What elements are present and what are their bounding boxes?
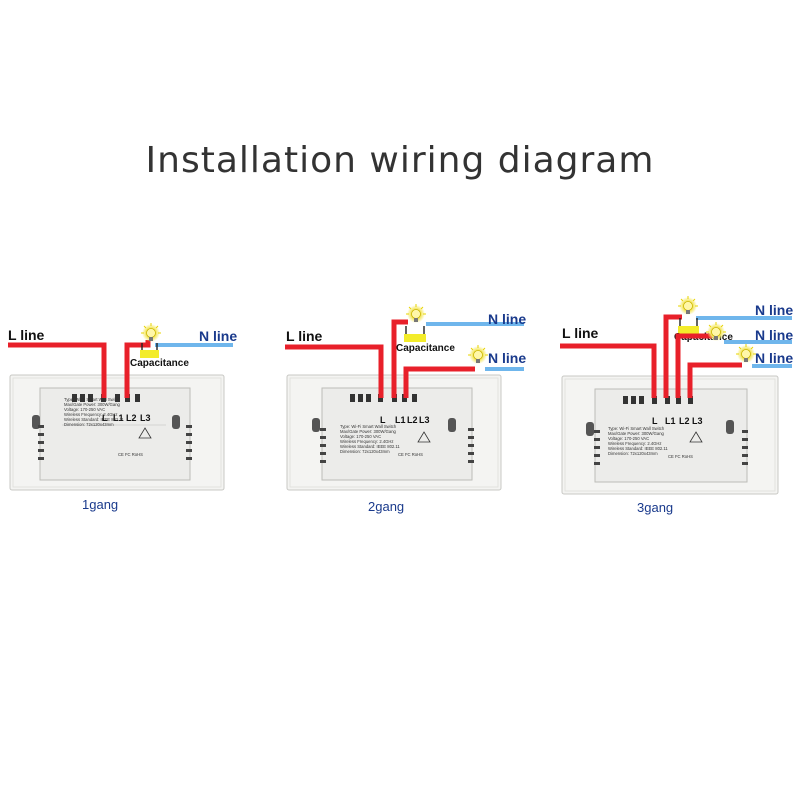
switch-body: [321, 387, 473, 481]
diagram-title: Installation wiring diagram: [145, 140, 655, 181]
panel-2gang: L L1 L2 L3 Type: Wi-Fi Smart Wall Switch…: [285, 303, 526, 514]
terminal-label-l: L: [652, 416, 658, 426]
capacitance-label: Capacitance: [396, 343, 455, 354]
l-line-label: L line: [562, 325, 599, 341]
bulb-icon: [467, 344, 489, 365]
gang-label-2gang: 2gang: [368, 499, 404, 514]
terminal-label-l3: L3: [419, 415, 430, 425]
terminal-label-l2: L2: [679, 416, 690, 426]
terminal-label-l2: L2: [407, 415, 418, 425]
spec-line: Max/Gate Power: 300W/Gang: [340, 429, 397, 434]
spec-line: Wireless Standard: IEEE 802.11: [608, 446, 668, 451]
n-line-label: N line: [755, 302, 793, 318]
live-wire: [560, 343, 657, 398]
l-line-label: L line: [286, 328, 323, 344]
panel-1gang: L L1 L2 L3 Type: Wi-Fi Smart Wall Switch…: [8, 322, 237, 512]
load-wire-l2: [675, 333, 712, 398]
spec-line: Max/Gate Power: 300W/Gang: [64, 402, 121, 407]
spec-line: Type: Wi-Fi Smart Wall Switch: [64, 397, 121, 402]
terminal-label-l: L: [102, 413, 108, 423]
spec-line: Dimension: 72x120x43mm: [608, 451, 658, 456]
bulb-icon: [677, 295, 699, 316]
panel-3gang: L L1 L2 L3 Type: Wi-Fi Smart Wall Switch…: [560, 295, 793, 515]
cert-marks: CE FC RoHS: [118, 452, 143, 457]
load-wire-l3: [687, 362, 742, 398]
capacitance-label: Capacitance: [130, 358, 189, 369]
spec-line: Wireless Standard: IEEE 802.11: [64, 417, 124, 422]
cert-marks: CE FC RoHS: [668, 454, 693, 459]
terminal-label-l: L: [380, 415, 386, 425]
load-wire-l1: [663, 314, 682, 398]
n-line-label: N line: [488, 311, 526, 327]
spec-line: Voltage: 170-250 VAC: [64, 407, 105, 412]
switch-body: [594, 388, 748, 483]
spec-line: Type: Wi-Fi Smart Wall Switch: [340, 424, 397, 429]
terminal-label-l1: L1: [665, 416, 676, 426]
spec-line: Wireless Standard: IEEE 802.11: [340, 444, 400, 449]
terminal-label-l3: L3: [692, 416, 703, 426]
bulb-icon: [735, 343, 757, 364]
n-line-label: N line: [488, 350, 526, 366]
load-wire-l1: [124, 340, 151, 398]
live-wire: [285, 344, 384, 398]
spec-line: Max/Gate Power: 300W/Gang: [608, 431, 665, 436]
n-line-label: N line: [199, 328, 237, 344]
terminal-label-l1: L1: [395, 415, 406, 425]
terminal-label-l1: L1: [113, 413, 124, 423]
spec-line: Voltage: 170-250 VAC: [608, 436, 649, 441]
capacitor: [678, 326, 699, 334]
n-line-label: N line: [755, 327, 793, 343]
bulb-icon: [140, 322, 162, 343]
spec-line: Type: Wi-Fi Smart Wall Switch: [608, 426, 665, 431]
l-line-label: L line: [8, 327, 45, 343]
load-wire-l1: [391, 319, 408, 398]
spec-line: Wireless Frequency: 2.4GHz: [64, 412, 118, 417]
capacitor: [404, 334, 426, 342]
spec-line: Wireless Frequency: 2.4GHz: [608, 441, 662, 446]
cert-marks: CE FC RoHS: [398, 452, 423, 457]
terminal-label-l2: L2: [126, 413, 137, 423]
spec-line: Dimension: 72x120x43mm: [340, 449, 390, 454]
live-wire: [8, 342, 107, 398]
bulb-icon: [405, 303, 427, 324]
gang-label-3gang: 3gang: [637, 500, 673, 515]
terminal-label-l3: L3: [140, 413, 151, 423]
spec-line: Dimension: 72x120x43mm: [64, 422, 114, 427]
switch-body: [39, 387, 191, 481]
capacitor: [140, 350, 159, 358]
load-wire-l2: [403, 366, 475, 398]
spec-line: Wireless Frequency: 2.4GHz: [340, 439, 394, 444]
spec-line: Voltage: 170-250 VAC: [340, 434, 381, 439]
n-line-label: N line: [755, 350, 793, 366]
gang-label-1gang: 1gang: [82, 497, 118, 512]
